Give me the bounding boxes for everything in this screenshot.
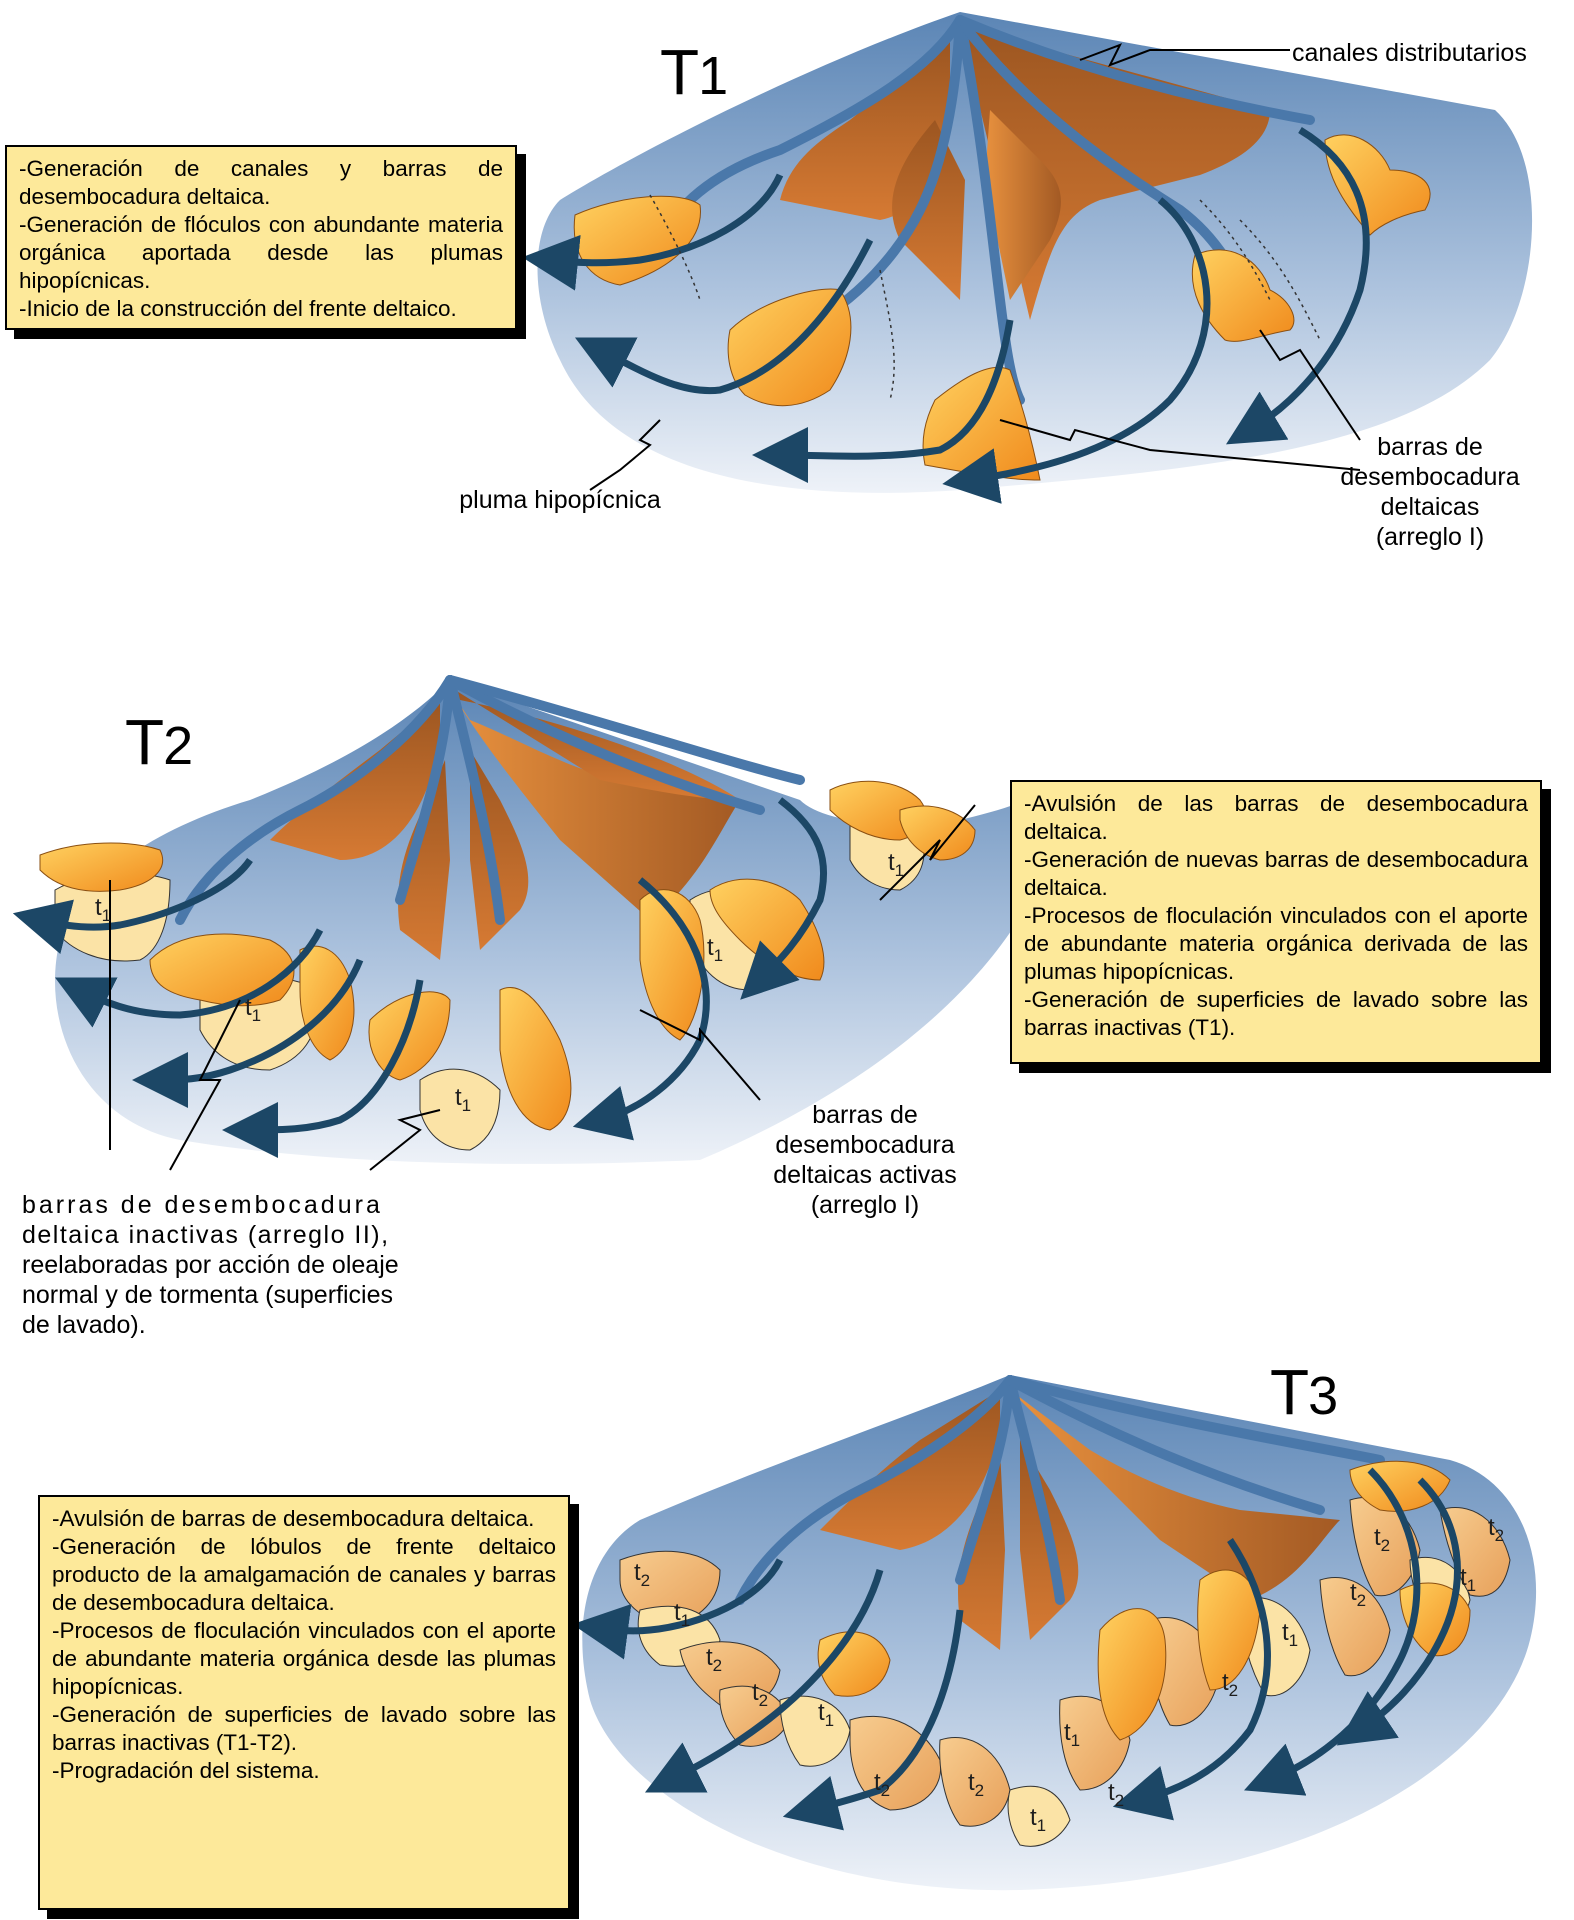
mouth-bar (149, 933, 295, 1007)
inactive-bar (1439, 1506, 1511, 1597)
inactive-bar (619, 1550, 721, 1626)
title-number: 3 (1308, 1366, 1338, 1426)
label-line: desembocadura (775, 1131, 955, 1159)
note-line: -Progradación del sistema. (52, 1758, 320, 1783)
delta-plain (450, 690, 740, 920)
title-number: 1 (698, 46, 728, 106)
inactive-bar (1007, 1785, 1071, 1847)
note-box-t2: -Avulsión de las barras de desembocadura… (1010, 780, 1542, 1064)
hypopycnal-plumes (522, 126, 1370, 504)
label-hypopycnal-plume: pluma hipopícnica (459, 486, 661, 514)
distributary-channels (655, 15, 1315, 405)
inactive-bar (1319, 1576, 1391, 1677)
note-box-t1: -Generación de canales y barras de desem… (5, 145, 517, 330)
label-inactive-mouth-bars: barras de desembocadura deltaica inactiv… (22, 1190, 452, 1340)
label-line: barras de (1377, 433, 1483, 461)
inactive-bar (939, 1736, 1011, 1827)
label-line: barras de (812, 1101, 918, 1129)
label-line: barras de desembocadura (22, 1191, 383, 1219)
mouth-bar (899, 805, 976, 861)
label-line: normal y de tormenta (superficies (22, 1281, 393, 1309)
delta-plain (892, 120, 965, 300)
delta-plain (1010, 1390, 1340, 1600)
active-bars-t2 (39, 780, 976, 1131)
delta-plain (958, 1450, 1005, 1650)
label-line: (arreglo I) (810, 1191, 920, 1219)
inactive-bar (719, 1685, 791, 1747)
panel-t2: t1 t1 t1 t1 t1 (12, 675, 1058, 1171)
label-line: deltaica inactivas (arreglo II), (22, 1221, 390, 1249)
mouth-bar (1097, 1608, 1167, 1741)
note-box-t3: -Avulsión de barras de desembocadura del… (38, 1495, 570, 1910)
label-line: desembocadura (1340, 463, 1520, 491)
label-line: deltaicas activas (773, 1161, 957, 1189)
note-line: -Procesos de floculación vinculados con … (1024, 903, 1528, 984)
mouth-bar (1197, 1569, 1261, 1691)
mouth-bar (39, 842, 163, 892)
stage-title-t3: T3 (1270, 1360, 1338, 1426)
title-letter: T (660, 36, 699, 108)
label-line: de lavado). (22, 1311, 146, 1339)
hypopycnal-plumes (572, 1467, 1461, 1831)
note-line: -Generación de superficies de lavado sob… (52, 1702, 556, 1755)
delta-plain (985, 110, 1061, 300)
inactive-bar (419, 1068, 501, 1151)
label-active-mouth-bars: barras de desembocadura deltaicas activa… (735, 1100, 995, 1220)
mouth-bar (299, 945, 355, 1061)
label-line: deltaicas (1380, 493, 1480, 521)
title-letter: T (125, 706, 164, 778)
panel-t1 (522, 12, 1533, 504)
inactive-bar (779, 1695, 851, 1767)
title-letter: T (1270, 1356, 1309, 1428)
hypopycnal-plumes (12, 797, 828, 1158)
distributary-channels (735, 1375, 1385, 1605)
mouth-bar (499, 987, 572, 1131)
label-distributary-channels: canales distributarios (1292, 39, 1527, 67)
mouth-bar (1324, 134, 1431, 236)
stage-title-t1: T1 (660, 40, 728, 106)
inactive-bar (849, 1715, 942, 1811)
label-line: reelaboradas por acción de oleaje (22, 1251, 399, 1279)
note-line: -Inicio de la construcción del frente de… (19, 296, 457, 321)
note-line: -Generación de nuevas barras de desemboc… (1024, 847, 1528, 900)
title-number: 2 (163, 716, 193, 776)
note-line: -Generación de superficies de lavado sob… (1024, 987, 1528, 1040)
note-line: -Generación de canales y barras de desem… (19, 156, 503, 209)
delta-plain (398, 760, 450, 960)
note-line: -Procesos de floculación vinculados con … (52, 1618, 556, 1699)
note-line: -Avulsión de las barras de desembocadura… (1024, 791, 1528, 844)
label-mouth-bars-t1: barras de desembocadura deltaicas (arreg… (1300, 432, 1560, 552)
label-line: (arreglo I) (1375, 523, 1485, 551)
stage-title-t2: T2 (125, 710, 193, 776)
delta-plain (470, 750, 529, 950)
mouth-bar (639, 889, 705, 1041)
distributary-channels (175, 675, 805, 925)
note-line: -Avulsión de barras de desembocadura del… (52, 1506, 535, 1531)
note-line: -Generación de lóbulos de frente deltaic… (52, 1534, 556, 1615)
panel-t3: t2 t1 t2 t2 t1 t2 t2 t1 t1 t2 t2 t1 t2 t… (572, 1375, 1537, 1891)
note-line: -Generación de flóculos con abundante ma… (19, 212, 503, 293)
